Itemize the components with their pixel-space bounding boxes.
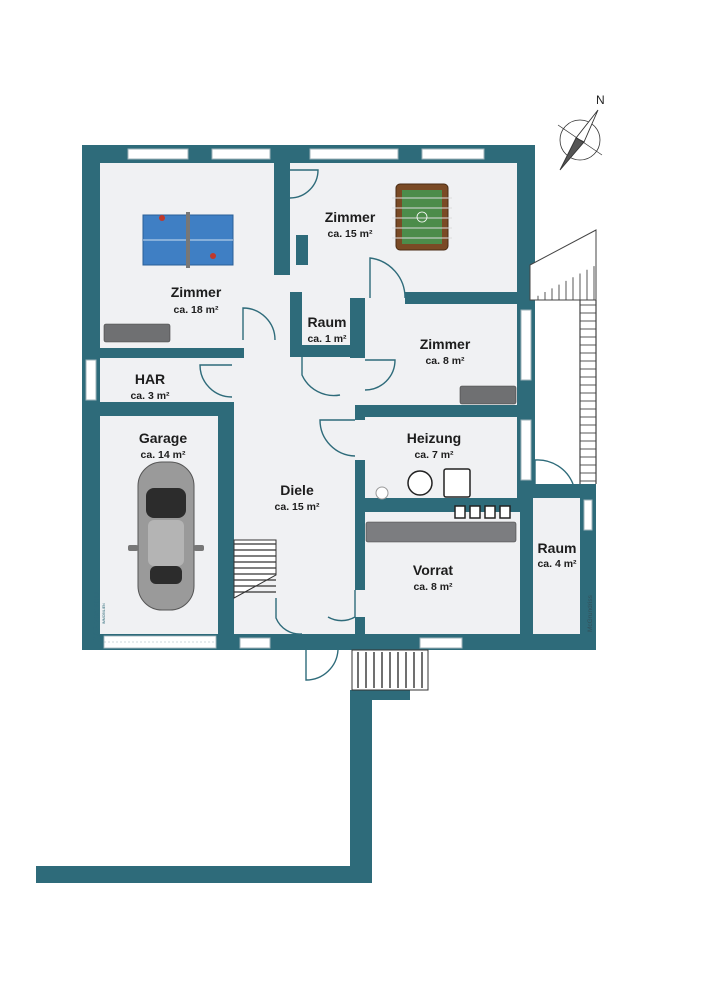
room-area-zimmer-15: ca. 15 m²: [328, 228, 373, 240]
logo-name: VON POLL: [93, 590, 101, 624]
room-name-zimmer-8: Zimmer: [420, 336, 471, 352]
von-poll-logo: VP VON POLL IMMOBILIEN: [91, 590, 106, 640]
room-name-heizung: Heizung: [407, 430, 461, 446]
room-area-garage: ca. 14 m²: [141, 449, 186, 461]
room-name-vorrat: Vorrat: [413, 562, 454, 578]
room-labels: Zimmer ca. 18 m² Zimmer ca. 15 m² Raum c…: [130, 209, 577, 593]
interior-staircase: [233, 539, 277, 599]
room-area-raum-1: ca. 1 m²: [307, 333, 347, 345]
exterior-staircase: [529, 229, 597, 484]
radiators: [103, 323, 517, 405]
room-name-raum-4: Raum: [538, 540, 577, 556]
room-name-diele: Diele: [280, 482, 314, 498]
credit-label: McGrundriss: [587, 594, 594, 632]
storage-shelf: [365, 505, 517, 543]
room-area-zimmer-18: ca. 18 m²: [174, 304, 219, 316]
room-name-zimmer-18: Zimmer: [171, 284, 222, 300]
room-name-raum-1: Raum: [308, 314, 347, 330]
room-area-vorrat: ca. 8 m²: [413, 581, 453, 593]
logo-initials: VP: [91, 626, 103, 640]
garage-door: [103, 635, 217, 649]
logo-tagline: IMMOBILIEN: [102, 603, 106, 624]
terrace-outline: [36, 690, 410, 883]
table-tennis-table: [142, 212, 234, 268]
room-name-garage: Garage: [139, 430, 187, 446]
room-name-zimmer-15: Zimmer: [325, 209, 376, 225]
room-area-har: ca. 3 m²: [130, 390, 170, 402]
entrance-staircase: [351, 649, 429, 691]
heating-equipment: [375, 468, 471, 500]
room-area-raum-4: ca. 4 m²: [537, 558, 577, 570]
compass-rose-icon: N: [557, 93, 605, 171]
foosball-table: [392, 183, 452, 251]
room-area-zimmer-8: ca. 8 m²: [425, 355, 465, 367]
doors: [199, 169, 574, 681]
car: [128, 461, 204, 611]
room-area-heizung: ca. 7 m²: [414, 449, 454, 461]
inner-walls: [82, 145, 535, 650]
room-area-diele: ca. 15 m²: [275, 501, 320, 513]
room-name-har: HAR: [135, 371, 165, 387]
compass-north-label: N: [596, 93, 605, 107]
